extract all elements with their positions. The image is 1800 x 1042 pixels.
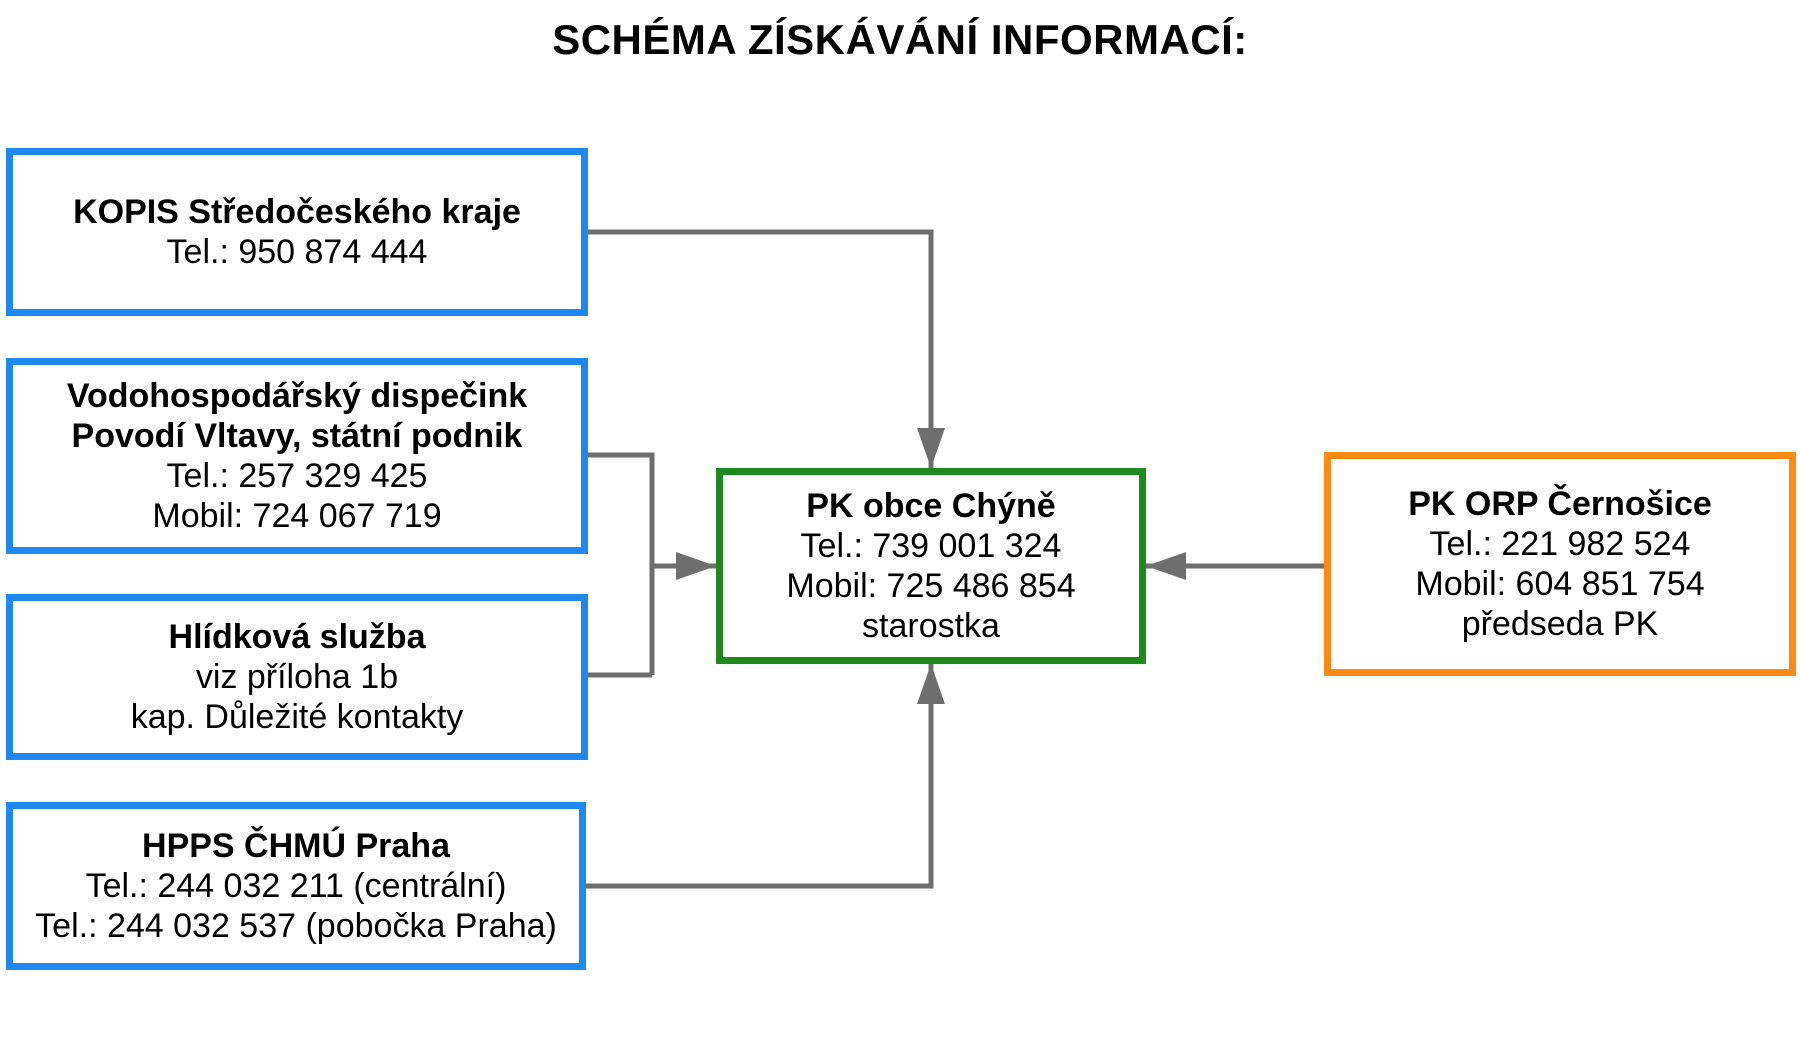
node-pk-orp-name: PK ORP Černošice bbox=[1408, 485, 1712, 523]
arrowhead-merge bbox=[676, 552, 716, 580]
node-pk-obce-mobile: Mobil: 725 486 854 bbox=[786, 567, 1076, 605]
node-hlidkova-ref: viz příloha 1b bbox=[195, 658, 399, 696]
node-pk-obce-role: starostka bbox=[862, 607, 1000, 645]
node-pk-obce-name: PK obce Chýně bbox=[806, 487, 1056, 525]
arrowhead-kopis bbox=[917, 428, 945, 468]
node-povodi-name-line1: Vodohospodářský dispečink bbox=[66, 377, 528, 415]
node-hlidkova-name: Hlídková služba bbox=[168, 618, 426, 656]
node-pk-orp-role: předseda PK bbox=[1461, 605, 1659, 643]
node-pk-obce: PK obce Chýně Tel.: 739 001 324 Mobil: 7… bbox=[716, 468, 1146, 664]
arrow-hpps-to-pk bbox=[586, 664, 934, 889]
node-pk-orp-phone: Tel.: 221 982 524 bbox=[1429, 525, 1691, 563]
node-hpps-phone-central: Tel.: 244 032 211 (centrální) bbox=[85, 867, 507, 905]
node-povodi-mobile: Mobil: 724 067 719 bbox=[152, 497, 442, 535]
node-povodi-name-line2: Povodí Vltavy, státní podnik bbox=[71, 417, 523, 455]
arrowhead-orp bbox=[1146, 552, 1186, 580]
node-kopis-name: KOPIS Středočeského kraje bbox=[73, 193, 521, 231]
node-pk-orp-mobile: Mobil: 604 851 754 bbox=[1415, 565, 1705, 603]
node-hpps: HPPS ČHMÚ Praha Tel.: 244 032 211 (centr… bbox=[6, 802, 586, 970]
node-povodi: Vodohospodářský dispečink Povodí Vltavy,… bbox=[6, 358, 588, 554]
node-hpps-phone-branch: Tel.: 244 032 537 (pobočka Praha) bbox=[35, 907, 557, 945]
arrow-povodi-to-merge bbox=[588, 452, 655, 675]
node-kopis: KOPIS Středočeského kraje Tel.: 950 874 … bbox=[6, 148, 588, 316]
node-pk-orp: PK ORP Černošice Tel.: 221 982 524 Mobil… bbox=[1324, 452, 1796, 676]
node-pk-obce-phone: Tel.: 739 001 324 bbox=[800, 527, 1062, 565]
node-hlidkova-chapter: kap. Důležité kontakty bbox=[130, 698, 464, 736]
node-kopis-phone: Tel.: 950 874 444 bbox=[166, 233, 428, 271]
diagram-title: SCHÉMA ZÍSKÁVÁNÍ INFORMACÍ: bbox=[552, 16, 1248, 63]
arrowhead-hpps bbox=[917, 664, 945, 704]
node-hlidkova: Hlídková služba viz příloha 1b kap. Důle… bbox=[6, 594, 588, 760]
arrow-kopis-to-pk bbox=[588, 229, 934, 468]
node-hpps-name: HPPS ČHMÚ Praha bbox=[142, 827, 450, 865]
node-povodi-phone: Tel.: 257 329 425 bbox=[166, 457, 428, 495]
